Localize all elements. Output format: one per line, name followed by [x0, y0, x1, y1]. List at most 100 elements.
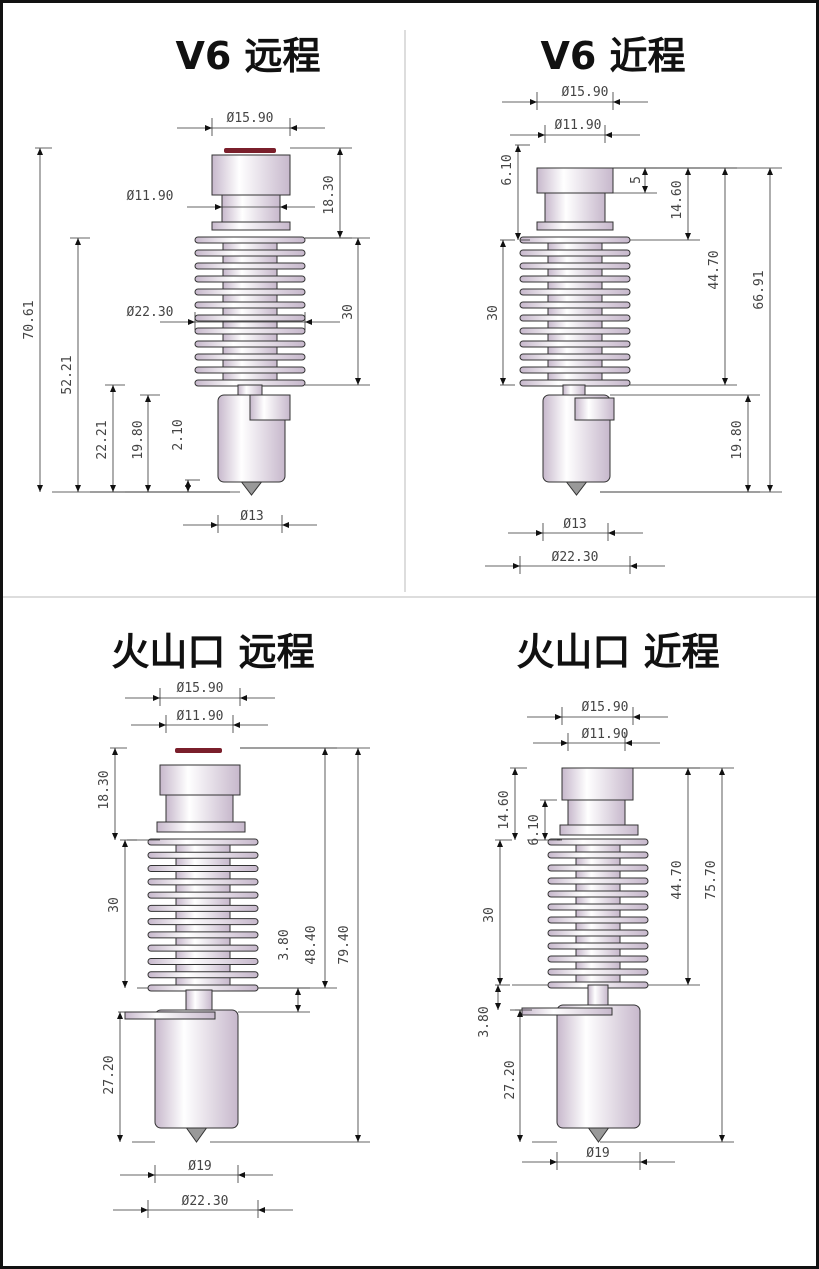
dimension-label: 27.20 — [503, 1060, 518, 1099]
dimension-label: Ø15.90 — [227, 111, 274, 126]
heatsink-fin — [519, 314, 631, 322]
dimension-arrow-icon — [117, 1012, 123, 1019]
dimension-arrow-icon — [185, 485, 191, 492]
neck — [221, 194, 281, 223]
dimension-arrow-icon — [542, 800, 548, 807]
dimension-arrow-icon — [305, 319, 312, 325]
heatsink-fin — [547, 838, 649, 846]
dimension-arrow-icon — [122, 981, 128, 988]
dimension-arrow-icon — [337, 231, 343, 238]
dimension-arrow-icon — [112, 748, 118, 755]
heatsink-fin — [547, 955, 649, 963]
dimension-arrow-icon — [630, 563, 637, 569]
heatsink-fin — [194, 366, 306, 374]
dimension-arrow-icon — [633, 714, 640, 720]
heatsink-fin — [194, 275, 306, 283]
heatsink-fin — [519, 288, 631, 296]
nozzle-tip — [240, 481, 263, 496]
dimension-arrow-icon — [512, 833, 518, 840]
heatsink-fin — [147, 918, 259, 926]
dimension-arrow-icon — [75, 238, 81, 245]
ptfe-coupler-cap — [224, 148, 276, 153]
dimension-arrow-icon — [355, 748, 361, 755]
dimension-label: 6.10 — [527, 814, 542, 845]
dimension-arrow-icon — [500, 240, 506, 247]
dimension-label: 48.40 — [304, 925, 319, 964]
neck — [567, 799, 626, 826]
heatsink-fin — [519, 366, 631, 374]
dimension-arrow-icon — [497, 978, 503, 985]
dimension-label: 44.70 — [707, 250, 722, 289]
dimension-label: Ø13 — [563, 517, 586, 532]
dimension-label: Ø22.30 — [552, 550, 599, 565]
heater-clamp — [124, 1011, 216, 1020]
dimension-arrow-icon — [238, 1172, 245, 1178]
title-volcano-direct: 火山口 近程 — [516, 630, 720, 674]
heatsink-fin — [147, 957, 259, 965]
dimension-label: 30 — [486, 305, 501, 321]
dimension-label: 5 — [629, 176, 644, 184]
dimension-label: Ø11.90 — [582, 727, 629, 742]
dimension-arrow-icon — [188, 319, 195, 325]
heatsink-fin — [147, 878, 259, 886]
dimension-arrow-icon — [141, 1207, 148, 1213]
dimension-arrow-icon — [153, 695, 160, 701]
heatsink-fin — [519, 262, 631, 270]
heat-break — [185, 989, 213, 1011]
dimension-arrow-icon — [642, 168, 648, 175]
dimension-arrow-icon — [613, 99, 620, 105]
dimension-arrow-icon — [625, 740, 632, 746]
heatsink-fin — [194, 301, 306, 309]
top-collar — [561, 767, 634, 801]
dimension-arrow-icon — [605, 132, 612, 138]
dimension-arrow-icon — [355, 378, 361, 385]
dimension-label: 30 — [482, 907, 497, 923]
heatsink-fin — [547, 890, 649, 898]
dimension-label: Ø15.90 — [582, 700, 629, 715]
dimension-label: 3.80 — [477, 1006, 492, 1037]
nozzle-tip — [587, 1127, 610, 1143]
heatsink-fin — [519, 236, 631, 244]
dimension-label: 6.10 — [500, 154, 515, 185]
dimension-arrow-icon — [500, 378, 506, 385]
dimension-arrow-icon — [642, 186, 648, 193]
dimension-label: Ø22.30 — [127, 305, 174, 320]
dimension-label: Ø15.90 — [562, 85, 609, 100]
heatsink-fin — [194, 262, 306, 270]
heatsink-core — [222, 239, 278, 384]
dimension-label: Ø11.90 — [127, 189, 174, 204]
dimension-arrow-icon — [322, 981, 328, 988]
dimension-label: 75.70 — [704, 860, 719, 899]
dimension-arrow-icon — [110, 385, 116, 392]
heatsink-fin — [194, 288, 306, 296]
dimension-label: 52.21 — [60, 355, 75, 394]
dimension-arrow-icon — [233, 722, 240, 728]
heatsink-fin — [147, 891, 259, 899]
dimension-arrow-icon — [117, 1135, 123, 1142]
dimension-arrow-icon — [290, 125, 297, 131]
ptfe-coupler-cap — [175, 748, 222, 753]
dimension-label: 18.30 — [322, 175, 337, 214]
top-collar — [159, 764, 241, 796]
heat-break — [587, 984, 609, 1006]
dimension-arrow-icon — [497, 840, 503, 847]
dimension-label: 22.21 — [95, 420, 110, 459]
heater-block — [556, 1004, 641, 1129]
neck — [544, 192, 606, 223]
heatsink-fin — [519, 301, 631, 309]
dimension-arrow-icon — [37, 485, 43, 492]
neck — [165, 794, 234, 823]
dimension-arrow-icon — [145, 485, 151, 492]
heatsink-fin — [547, 968, 649, 976]
mount-ring — [211, 221, 291, 231]
dimension-label: 44.70 — [670, 860, 685, 899]
heatsink-fin — [519, 353, 631, 361]
dimension-arrow-icon — [495, 985, 501, 992]
heatsink-fin — [147, 904, 259, 912]
dimension-label: Ø11.90 — [555, 118, 602, 133]
dimension-arrow-icon — [685, 168, 691, 175]
dimension-arrow-icon — [538, 132, 545, 138]
heatsink-fin — [547, 851, 649, 859]
dimension-arrow-icon — [530, 99, 537, 105]
dimension-arrow-icon — [767, 168, 773, 175]
